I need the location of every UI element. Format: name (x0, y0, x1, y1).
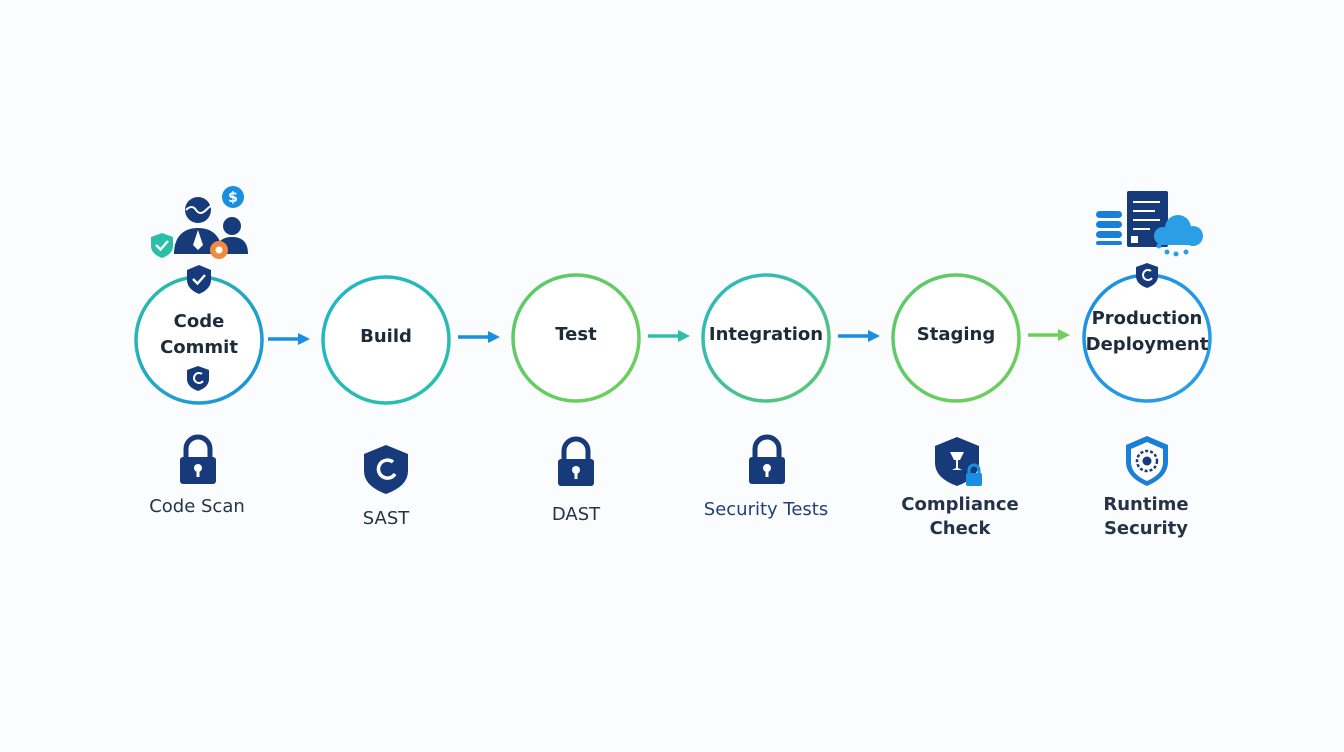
lock-icon (558, 436, 594, 486)
security-label-sast: SAST (362, 508, 410, 529)
security-label-runtime-security: Runtime Security (1103, 494, 1189, 539)
shield-check-icon (151, 233, 173, 258)
stage-label-staging: Staging (916, 324, 996, 345)
stage-label-code-commit: Code Commit (160, 311, 238, 358)
stage-ring-test (511, 273, 641, 403)
shield-check-icon (187, 265, 211, 294)
shield-gear-icon (1126, 436, 1168, 486)
developer-icon (174, 197, 222, 254)
stage-ring-integration (701, 273, 831, 403)
security-label-code-scan: Code Scan (149, 496, 245, 517)
dollar-badge-icon: $ (222, 186, 244, 208)
svg-text:$: $ (228, 190, 238, 206)
stage-label-build: Build (360, 326, 412, 347)
arrow-right-icon (1028, 329, 1070, 341)
shield-trophy-lock-icon (935, 437, 982, 486)
refresh-badge-icon (1136, 263, 1158, 288)
security-label-security-tests: Security Tests (703, 499, 829, 520)
database-icon (1096, 211, 1122, 245)
arrow-right-icon (838, 330, 880, 342)
cloud-icon (1154, 215, 1203, 257)
stage-label-production: Production Deployment (1085, 308, 1209, 355)
shield-refresh-icon (187, 366, 209, 391)
gear-icon (210, 241, 228, 259)
security-label-compliance-check: Compliance Check (901, 494, 1019, 539)
arrow-right-icon (648, 330, 690, 342)
arrow-right-icon (268, 333, 310, 345)
lock-icon (749, 434, 785, 484)
stage-ring-staging (891, 273, 1021, 403)
stage-ring-build (321, 275, 451, 405)
stage-label-test: Test (555, 324, 597, 345)
lock-icon (180, 434, 216, 484)
security-label-dast: DAST (551, 504, 601, 525)
stage-label-integration: Integration (708, 324, 824, 345)
shield-refresh-icon (364, 445, 408, 494)
arrow-right-icon (458, 331, 500, 343)
